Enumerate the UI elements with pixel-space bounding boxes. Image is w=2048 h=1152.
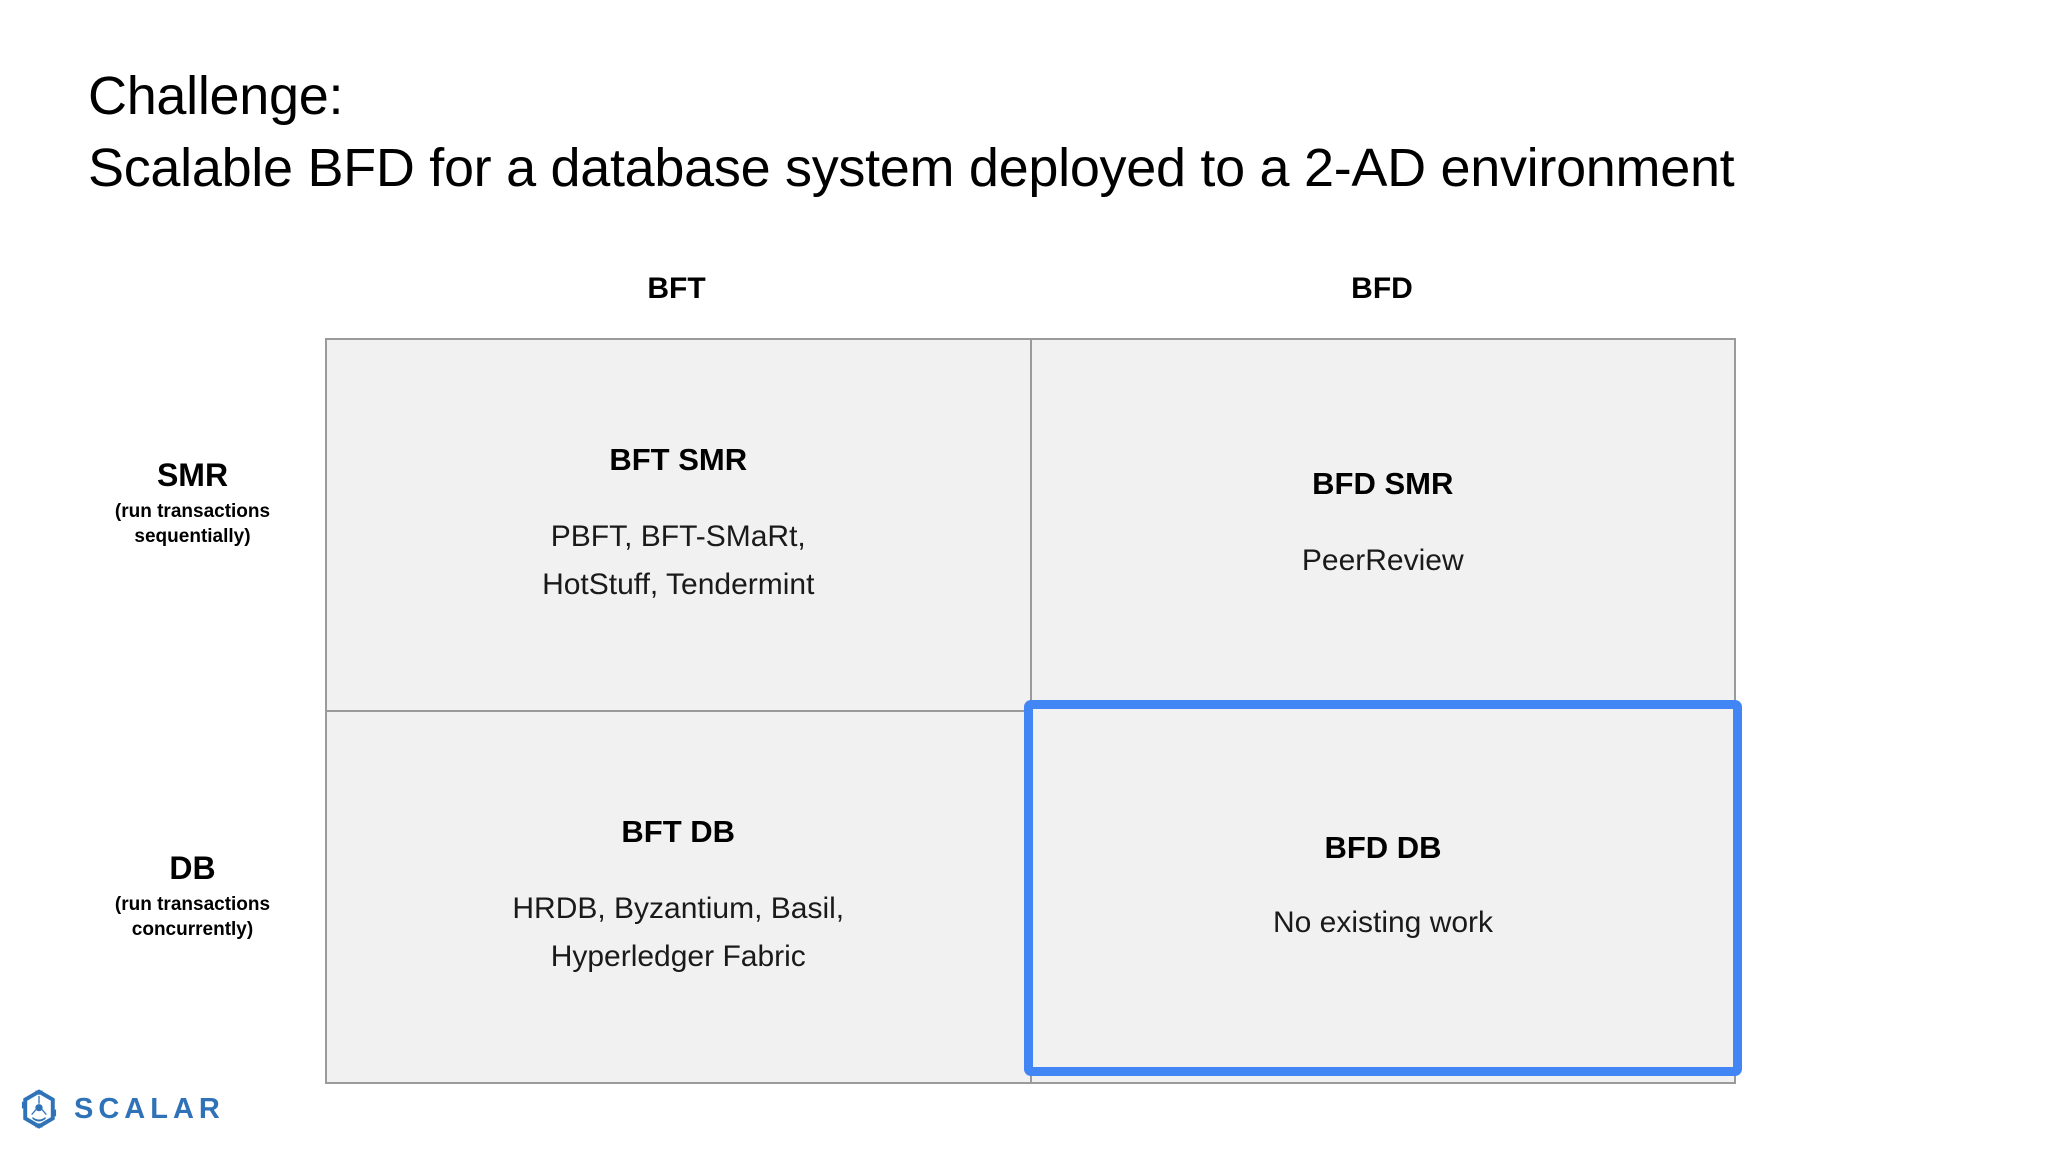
matrix-cell-bfd-smr[interactable]: BFD SMR PeerReview — [1029, 338, 1736, 712]
row-header-smr: SMR (run transactions sequentially) — [60, 455, 325, 549]
row-header-smr-title: SMR — [156, 457, 229, 493]
matrix-cell-bft-db-body-line-2: Hyperledger Fabric — [550, 940, 806, 973]
row-header-db-subtitle-line-1: (run transactions — [114, 894, 271, 915]
matrix-table: BFT SMR PBFT, BFT-SMaRt, HotStuff, Tende… — [325, 338, 1736, 1084]
column-header-bft: BFT — [647, 272, 706, 305]
matrix-cell-bft-smr-title: BFT SMR — [609, 442, 748, 477]
matrix-cell-bfd-db: BFD DB No existing work — [1033, 709, 1733, 1067]
matrix-cell-bft-smr-body-line-2: HotStuff, Tendermint — [542, 568, 815, 601]
matrix-cell-bft-db-body: HRDB, Byzantium, Basil, Hyperledger Fabr… — [327, 885, 1030, 981]
matrix-cell-bft-db-title: BFT DB — [621, 814, 736, 849]
matrix-cell-bfd-db-title: BFD DB — [1324, 830, 1442, 865]
row-header-smr-subtitle-line-2: sequentially) — [134, 526, 251, 547]
row-header-db-title: DB — [169, 850, 216, 886]
brand-wordmark: SCALAR — [74, 1092, 225, 1125]
matrix-cell-bfd-db-highlight[interactable]: BFD DB No existing work — [1024, 700, 1742, 1076]
matrix-cell-bfd-smr-body: PeerReview — [1301, 544, 1464, 577]
scalar-hexagon-icon — [21, 1089, 57, 1129]
row-header-smr-subtitle-line-1: (run transactions — [114, 501, 271, 522]
page-title-line-1: Challenge: — [88, 66, 344, 126]
matrix-cell-bft-smr-body-line-1: PBFT, BFT-SMaRt, — [550, 520, 806, 553]
page-title-line-2: Scalable BFD for a database system deplo… — [88, 138, 1735, 198]
matrix-cell-bfd-db-body: No existing work — [1272, 906, 1494, 939]
matrix-cell-bft-db-body-line-1: HRDB, Byzantium, Basil, — [512, 892, 845, 925]
matrix-cell-bft-smr-body: PBFT, BFT-SMaRt, HotStuff, Tendermint — [327, 513, 1030, 609]
page-title: Challenge: Scalable BFD for a database s… — [88, 60, 1988, 204]
row-header-db-subtitle-line-2: concurrently) — [131, 919, 254, 940]
matrix-cell-bft-db[interactable]: BFT DB HRDB, Byzantium, Basil, Hyperledg… — [325, 710, 1032, 1084]
matrix-cell-bft-smr[interactable]: BFT SMR PBFT, BFT-SMaRt, HotStuff, Tende… — [325, 338, 1032, 712]
table-row: BFT SMR PBFT, BFT-SMaRt, HotStuff, Tende… — [325, 338, 1736, 712]
brand-logo: SCALAR — [18, 1088, 225, 1130]
column-header-bfd: BFD — [1351, 272, 1413, 305]
row-header-db: DB (run transactions concurrently) — [60, 848, 325, 942]
matrix-cell-bfd-smr-title: BFD SMR — [1312, 466, 1454, 501]
